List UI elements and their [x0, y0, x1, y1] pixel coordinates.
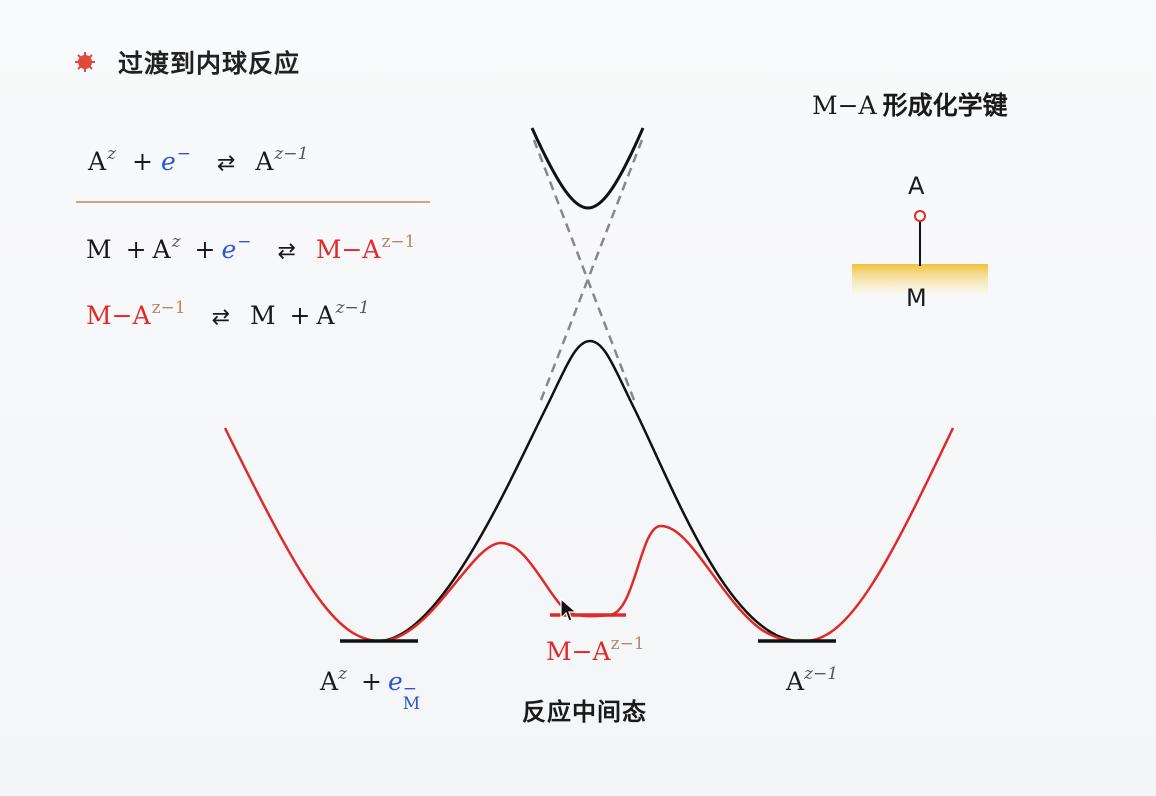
eq1-electron-charge: −: [176, 144, 191, 164]
eq3-reactant-charge: z−1: [151, 298, 186, 318]
eq2-metal: M: [86, 235, 112, 264]
eq2-product-charge: z−1: [381, 232, 416, 252]
bond-title-chinese: 形成化学键: [882, 91, 1008, 120]
bullet-row: 过渡到内球反应: [74, 44, 300, 80]
adsorbed-atom-dot: [914, 210, 926, 222]
equation-1: Az +e− ⇄ Az−1: [88, 144, 308, 176]
eq2-plus-2: +: [194, 235, 216, 264]
eq1-arrow: ⇄: [216, 151, 236, 176]
reactant-label: Az +e−M: [320, 664, 420, 713]
eq1-product: A: [255, 147, 274, 176]
reactant-plus: +: [360, 667, 382, 696]
reactant-electron-charge: −: [402, 679, 417, 699]
intermediate-formula: M−A: [546, 637, 611, 666]
eq3-a: A: [316, 301, 335, 330]
reactant-electron: e: [387, 667, 403, 696]
lower-adiabatic-curve: [377, 339, 801, 643]
eq2-a: A: [152, 235, 171, 264]
eq2-a-charge: z: [171, 232, 181, 252]
eq2-electron: e: [221, 235, 237, 264]
divider-line: [76, 201, 430, 203]
intermediate-charge: z−1: [610, 634, 645, 654]
diabatic-curve-left-dashed: [539, 139, 644, 401]
equation-3: M−Az−1 ⇄ M +Az−1: [86, 298, 370, 330]
bond-title-prefix: M−A: [812, 91, 877, 120]
intermediate-state-caption: 反应中间态: [522, 698, 647, 726]
metal-m-label: M: [906, 284, 927, 312]
eq1-a: A: [88, 147, 107, 176]
eq1-plus: +: [131, 147, 153, 176]
eq3-metal: M: [249, 301, 276, 330]
diabatic-curve-right-dashed: [532, 139, 636, 401]
eq3-arrow: ⇄: [211, 305, 231, 330]
intermediate-label: M−Az−1: [546, 634, 645, 666]
atom-a-label: A: [908, 172, 925, 200]
eq2-electron-charge: −: [237, 232, 252, 252]
reactant-electron-subscript: M: [402, 694, 421, 715]
metal-surface: [852, 264, 988, 294]
mouse-cursor-icon: [560, 598, 578, 622]
inner-sphere-reaction-curve: [223, 427, 955, 643]
eq1-electron: e: [160, 147, 176, 176]
product-a: A: [786, 667, 805, 696]
eq2-arrow: ⇄: [277, 239, 296, 264]
eq2-plus-1: +: [125, 235, 147, 264]
starburst-bullet-icon: [75, 52, 95, 72]
equation-2: M +Az +e− ⇄ M−Az−1: [86, 232, 415, 264]
eq2-product: M−A: [315, 235, 381, 264]
eq3-reactant: M−A: [86, 301, 151, 330]
eq1-a-charge: z: [107, 144, 117, 164]
reactant-a: A: [320, 667, 339, 696]
upper-adiabatic-curve: [530, 127, 645, 210]
reactant-a-charge: z: [338, 664, 348, 684]
slide-heading: 过渡到内球反应: [118, 49, 301, 78]
product-charge: z−1: [804, 664, 839, 684]
eq3-plus: +: [289, 301, 311, 330]
eq1-product-charge: z−1: [274, 144, 309, 164]
eq3-a-charge: z−1: [335, 298, 370, 318]
product-label: Az−1: [786, 664, 838, 696]
